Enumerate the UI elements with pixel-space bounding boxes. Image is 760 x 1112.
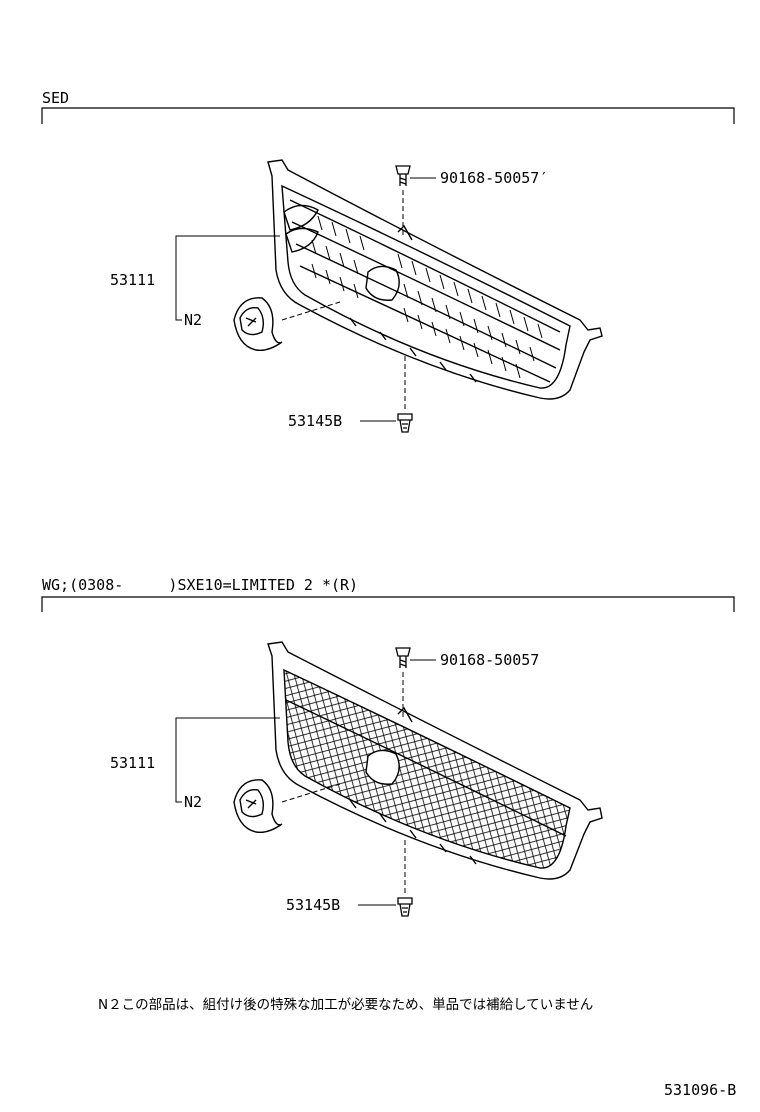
- supply-note: N２この部品は、組付け後の特殊な加工が必要なため、単品では補給していません: [98, 997, 594, 1013]
- section-title-wg: WG;(0308- )SXE10=LIMITED 2 *(R): [42, 576, 359, 594]
- emblem-icon: [233, 779, 283, 834]
- label-clip-53145b-wg: 53145B: [286, 896, 341, 914]
- mesh-grille-icon: [267, 641, 603, 880]
- label-emblem-n2: N2: [184, 311, 203, 329]
- clip-icon: [397, 413, 413, 433]
- label-grille-53111: 53111: [110, 271, 156, 289]
- label-clip-53145b: 53145B: [288, 412, 343, 430]
- grille-icon: [267, 159, 603, 400]
- section-1-diagram: [41, 107, 735, 433]
- screw-icon: [395, 647, 411, 668]
- figure-number: 531096-B: [664, 1081, 737, 1099]
- label-emblem-n2-wg: N2: [184, 793, 203, 811]
- clip-icon: [397, 897, 413, 917]
- label-screw-90168: 90168-50057′: [440, 169, 549, 187]
- section-title-sed: SED: [42, 89, 70, 107]
- screw-icon: [395, 165, 411, 186]
- label-screw-90168-wg: 90168-50057: [440, 651, 540, 669]
- emblem-icon: [233, 297, 283, 352]
- label-grille-53111-wg: 53111: [110, 754, 156, 772]
